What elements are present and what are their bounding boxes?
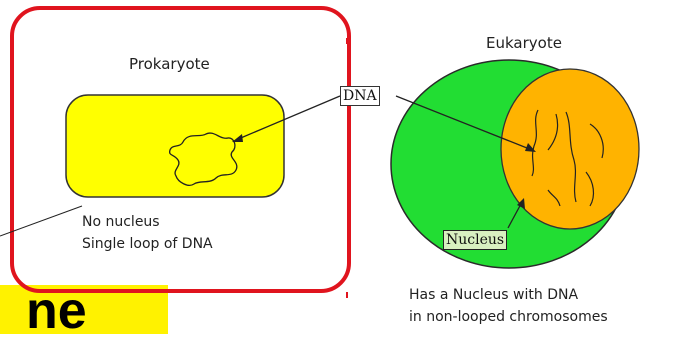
dna-label: DNA bbox=[340, 86, 380, 106]
prokaryote-title: Prokaryote bbox=[129, 55, 210, 73]
eukaryote-title: Eukaryote bbox=[486, 34, 562, 52]
eukaryote-note-line1: Has a Nucleus with DNA bbox=[409, 287, 578, 303]
prokaryote-note-line2: Single loop of DNA bbox=[82, 236, 213, 252]
stray-mark bbox=[346, 38, 348, 44]
eukaryote-note-line2: in non-looped chromosomes bbox=[409, 309, 608, 325]
stray-mark bbox=[346, 292, 348, 298]
prokaryote-note-line1: No nucleus bbox=[82, 214, 160, 230]
cell-diagram bbox=[0, 0, 695, 334]
nucleus-label: Nucleus bbox=[443, 230, 507, 250]
